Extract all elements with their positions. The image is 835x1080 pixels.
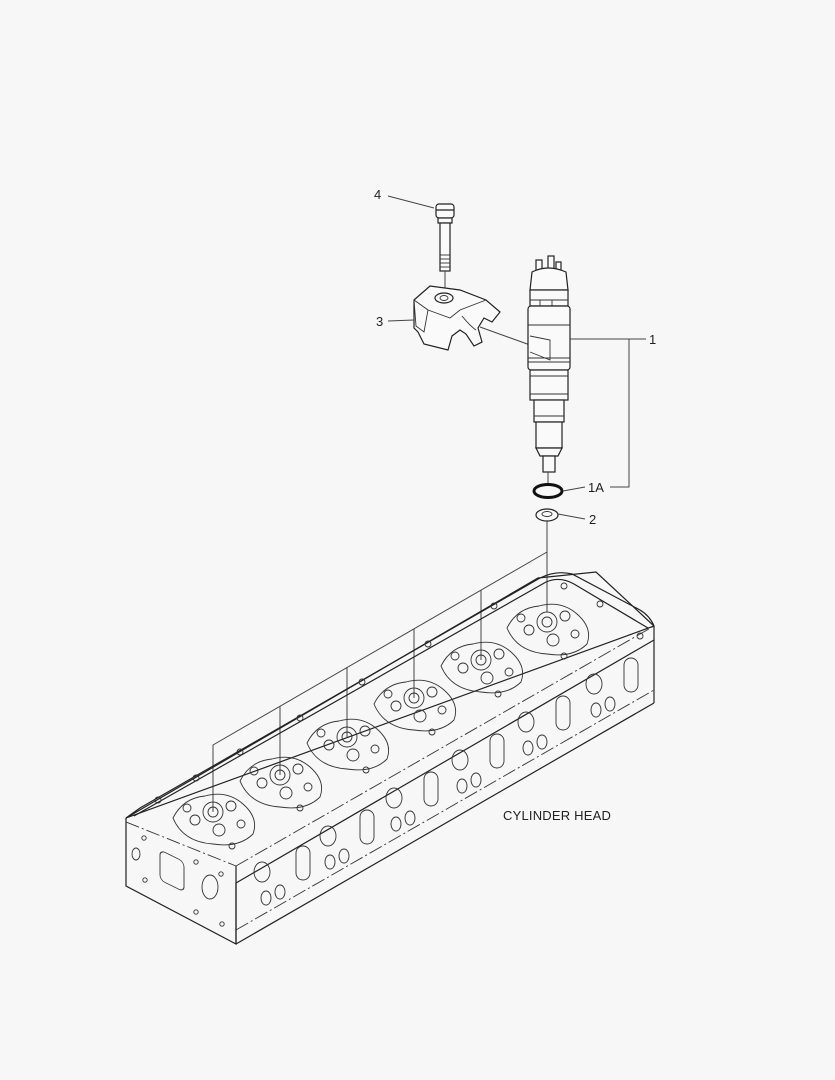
leader-line-3b — [479, 326, 531, 346]
injector-part — [527, 255, 571, 473]
leader-bracket-1 — [610, 339, 630, 488]
callout-3: 3 — [376, 314, 384, 329]
leader-line-3 — [387, 319, 415, 322]
callout-1: 1 — [649, 332, 657, 347]
washer-part — [535, 508, 559, 612]
cylinder-head-part — [125, 571, 655, 945]
leader-line-2 — [557, 513, 586, 520]
injector-position-leaders — [212, 551, 548, 812]
clamp-part — [413, 285, 501, 351]
callout-1a: 1A — [588, 480, 604, 495]
leader-line-1a — [562, 486, 586, 492]
assembly-label: CYLINDER HEAD — [503, 808, 612, 823]
callout-4: 4 — [374, 187, 382, 202]
bolt-part — [435, 203, 455, 296]
callout-2: 2 — [589, 512, 597, 527]
o-ring-part — [532, 472, 564, 499]
leader-line-4 — [387, 195, 435, 209]
